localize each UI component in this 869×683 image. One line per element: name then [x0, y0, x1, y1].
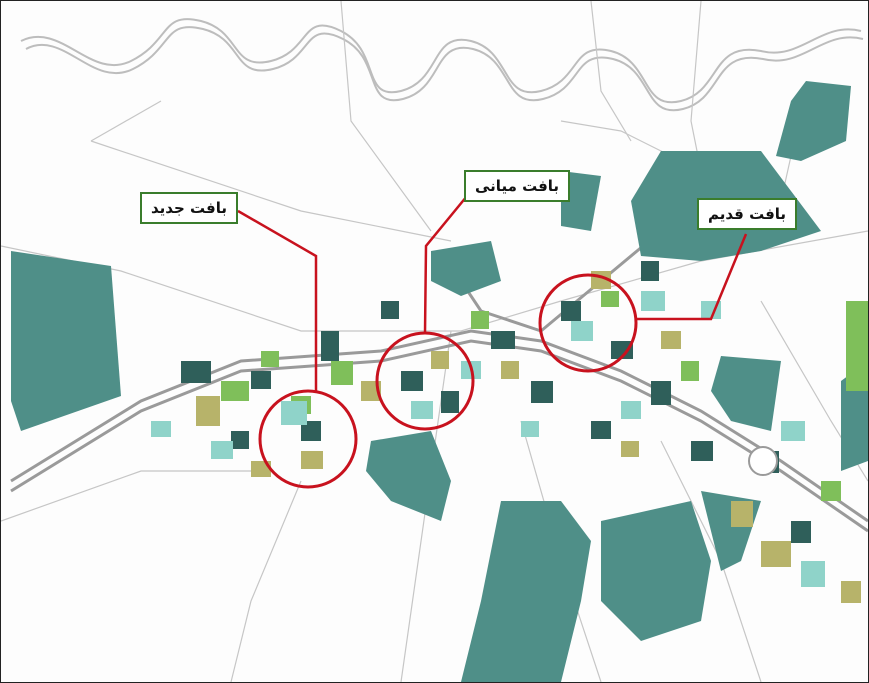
urban-parcels — [151, 261, 868, 603]
open-land-parcels — [11, 81, 868, 682]
roundabout — [748, 446, 778, 476]
label-middle-fabric: بافت میانی — [464, 170, 571, 202]
callout-leaders — [237, 195, 748, 391]
middle-fabric-leader — [423, 195, 468, 334]
old-fabric-circle — [538, 273, 638, 373]
label-old-fabric: بافت قدیم — [697, 198, 798, 230]
new-fabric-leader — [237, 209, 318, 391]
river — [20, 18, 864, 112]
new-fabric-circle — [258, 389, 358, 489]
old-fabric-leader — [636, 233, 748, 321]
callout-circles — [258, 273, 638, 489]
label-new-fabric: بافت جدید — [140, 192, 238, 224]
